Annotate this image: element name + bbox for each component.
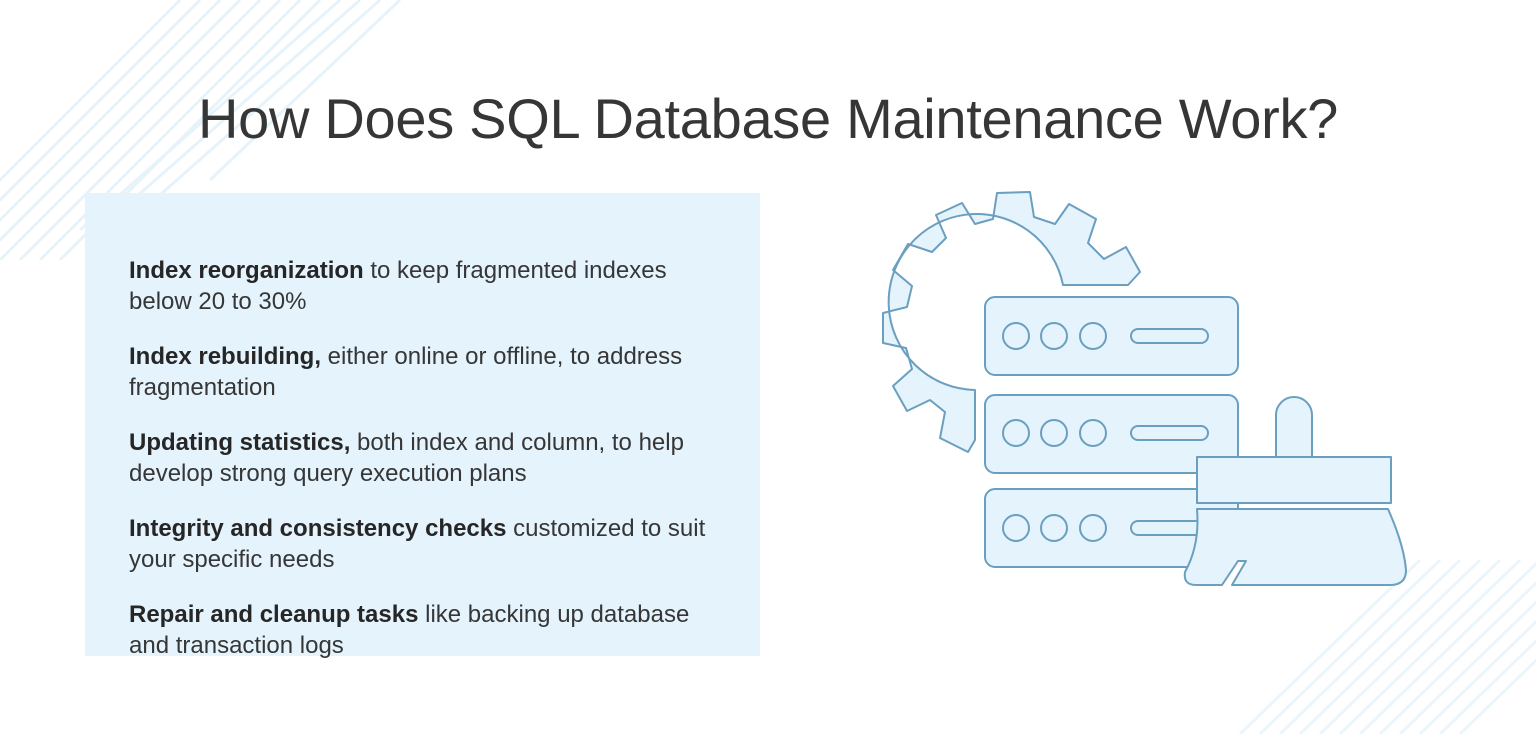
maintenance-tasks-panel: Index reorganization to keep fragmented … xyxy=(85,193,760,659)
broom-brush-icon xyxy=(1183,396,1407,586)
page-title: How Does SQL Database Maintenance Work? xyxy=(198,86,1338,150)
item-text: like backing up database and transaction… xyxy=(129,601,690,659)
list-item: Index rebuilding, either online or offli… xyxy=(129,341,729,403)
item-heading: Index rebuilding, xyxy=(129,343,322,370)
list-item: Integrity and consistency checks customi… xyxy=(129,513,729,575)
database-maintenance-illustration xyxy=(882,191,1407,586)
item-text: either online or offline, to address fra… xyxy=(129,343,683,401)
item-text: to keep fragmented indexes below 20 to 3… xyxy=(129,257,667,315)
item-heading: Updating statistics, xyxy=(129,429,351,456)
item-heading: Repair and cleanup tasks xyxy=(129,601,419,628)
maintenance-task-list: Index reorganization to keep fragmented … xyxy=(129,231,729,678)
server-stack-icon xyxy=(984,296,1239,568)
gear-icon xyxy=(882,191,1141,453)
list-item: Updating statistics, both index and colu… xyxy=(129,427,729,489)
item-text: customized to suit your specific needs xyxy=(129,515,706,573)
item-heading: Integrity and consistency checks xyxy=(129,515,507,542)
item-heading: Index reorganization xyxy=(129,257,364,284)
list-item: Repair and cleanup tasks like backing up… xyxy=(129,599,729,661)
list-item: Index reorganization to keep fragmented … xyxy=(129,255,729,317)
item-text: both index and column, to help develop s… xyxy=(129,429,684,487)
